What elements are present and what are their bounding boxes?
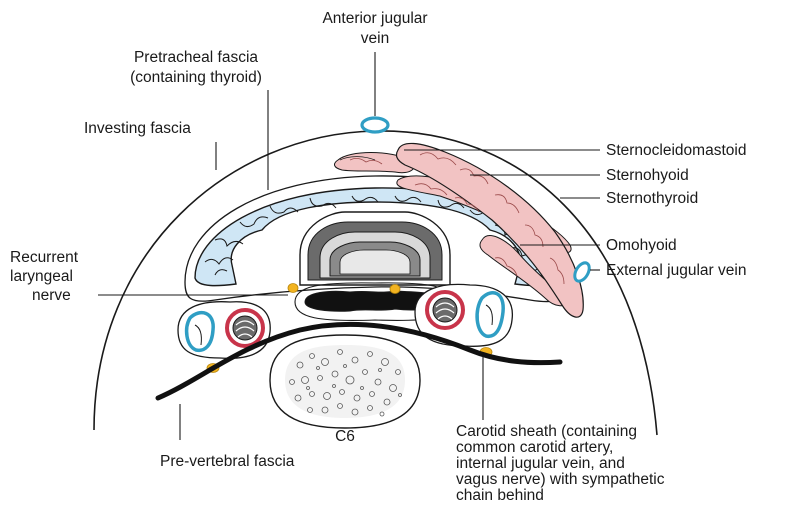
label-recurrent-line2: laryngeal: [10, 268, 73, 285]
label-carotid-line2: common carotid artery,: [456, 439, 613, 456]
label-prevertebral-fascia: Pre-vertebral fascia: [160, 453, 295, 470]
label-carotid-line5: chain behind: [456, 487, 544, 504]
label-sternocleidomastoid: Sternocleidomastoid: [606, 142, 746, 159]
label-anterior-jugular-line1: Anterior jugular: [322, 10, 427, 27]
trachea: [300, 212, 450, 285]
label-pretracheal-line2: (containing thyroid): [130, 69, 262, 86]
c6-vertebra: [270, 335, 420, 428]
label-recurrent-line3: nerve: [32, 287, 71, 304]
label-pretracheal-line1: Pretracheal fascia: [134, 49, 258, 66]
label-investing-fascia: Investing fascia: [84, 120, 191, 137]
label-recurrent-line1: Recurrent: [10, 249, 79, 266]
label-carotid-line1: Carotid sheath (containing: [456, 423, 637, 440]
label-omohyoid: Omohyoid: [606, 237, 677, 254]
label-carotid-line4: vagus nerve) with sympathetic: [456, 471, 665, 488]
carotid-sheath-left: [178, 302, 270, 359]
recurrent-laryngeal-nerve-right: [390, 285, 400, 294]
external-jugular-vein: [572, 260, 592, 283]
label-anterior-jugular-line2: vein: [361, 30, 389, 47]
label-sternohyoid: Sternohyoid: [606, 167, 689, 184]
recurrent-laryngeal-nerve-left: [288, 284, 298, 293]
anterior-jugular-vein: [362, 118, 388, 132]
label-carotid-line3: internal jugular vein, and: [456, 455, 625, 472]
label-external-jugular-vein: External jugular vein: [606, 262, 746, 279]
label-c6: C6: [335, 428, 355, 445]
label-sternothyroid: Sternothyroid: [606, 190, 698, 207]
